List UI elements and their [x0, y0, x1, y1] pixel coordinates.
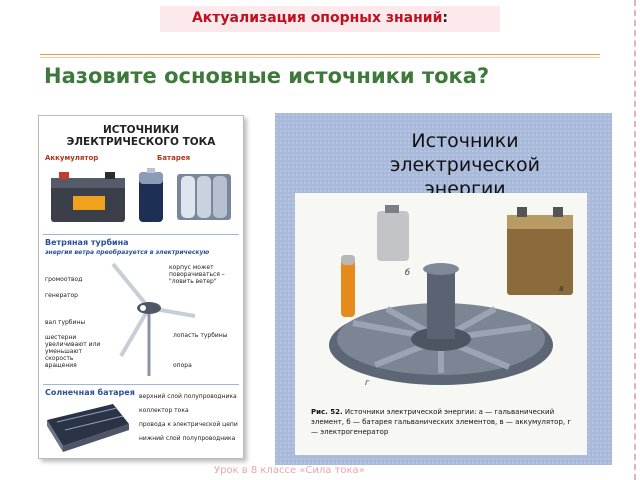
battery-pack-cell-1	[181, 176, 195, 218]
poster-current-sources: ИСТОЧНИКИ ЭЛЕКТРИЧЕСКОГО ТОКА Аккумулято…	[38, 115, 244, 459]
textbook-figure: а б в г	[295, 193, 587, 455]
battery-label: Батарея	[157, 154, 191, 162]
turbine-hub	[140, 305, 146, 311]
solar-title: Солнечная батарея	[45, 388, 135, 397]
divider-line-light	[40, 57, 600, 58]
solar-collector-line-2	[64, 415, 124, 431]
lead-accumulator-top	[507, 215, 573, 229]
callout-lightning-rod: громоотвод	[45, 276, 83, 283]
slide-heading-colon: :	[442, 10, 449, 26]
energy-sources-photo: Источники электрической энергии а б в	[275, 113, 612, 465]
turbine-subtitle: энергия ветра преобразуется в электричес…	[45, 249, 210, 256]
solar-cell-top	[47, 404, 129, 446]
poster-title: ИСТОЧНИКИ ЭЛЕКТРИЧЕСКОГО ТОКА	[39, 124, 243, 148]
batteries-illustration	[51, 168, 231, 222]
letter-b: б	[405, 268, 410, 277]
solar-cell-front	[63, 424, 129, 452]
poster-title-line2: ЭЛЕКТРИЧЕСКОГО ТОКА	[66, 136, 216, 148]
galvanic-cell-top	[341, 255, 355, 265]
turbine-title: Ветряная турбина	[45, 238, 129, 247]
solar-callout-wires: провода к электрической цепи	[139, 421, 238, 428]
figure-52-illustration: а б в г	[329, 205, 573, 387]
battery-pack-cell-3	[213, 176, 227, 218]
callout-support: опора	[173, 362, 192, 369]
divider-line	[40, 54, 600, 55]
letter-v: в	[559, 284, 564, 293]
solar-callout-bottom-layer: нижний слой полупроводника	[139, 435, 236, 442]
poster-title-line1: ИСТОЧНИКИ	[102, 124, 179, 136]
photo-title: Источники электрической энергии	[345, 129, 585, 201]
generator-shaft-top	[423, 263, 459, 275]
photo-title-line1: Источники электрической	[389, 130, 541, 176]
solar-panel-illustration	[47, 404, 129, 452]
figure-caption-text: Источники электрической энергии: а — гал…	[311, 408, 572, 436]
battery-of-cells	[377, 211, 409, 261]
accumulator-label: Аккумулятор	[45, 154, 99, 162]
callout-blade: лопасть турбины	[173, 332, 228, 339]
lead-accumulator	[507, 225, 573, 295]
lead-accumulator-terminal-1	[517, 207, 527, 217]
solar-cell-side	[47, 420, 63, 452]
poster-divider-1	[43, 234, 239, 235]
solar-callout-collector: коллектор тока	[139, 407, 189, 414]
question-text: Назовите основные источники тока?	[44, 64, 490, 88]
accumulator-sticker	[73, 196, 105, 210]
callout-turbine-shaft: вал турбины	[45, 319, 86, 326]
solar-callout-top-layer: верхний слой полупроводника	[139, 393, 237, 400]
slide-heading-text: Актуализация опорных знаний	[191, 10, 443, 26]
cell-top	[139, 172, 163, 184]
callout-gears: шестерни увеличивают или уменьшают скоро…	[45, 334, 101, 369]
lead-accumulator-terminal-2	[553, 207, 563, 217]
letter-g: г	[365, 378, 370, 387]
accumulator-top	[51, 178, 125, 188]
accumulator-terminal-minus	[105, 172, 115, 179]
poster-divider-2	[43, 384, 239, 385]
slide-border-right	[634, 0, 636, 480]
accumulator-terminal-plus	[59, 172, 69, 179]
galvanic-cell	[341, 255, 355, 317]
generator-shaft	[427, 269, 455, 339]
turbine-blade-3	[119, 306, 151, 358]
wind-turbine-illustration	[111, 262, 196, 376]
slide-footer: Урок в 8 классе «Сила тока»	[214, 465, 365, 476]
cell-cap	[147, 168, 155, 173]
battery-pack-cell-2	[197, 176, 211, 218]
title-highlight	[160, 6, 500, 32]
callout-housing: корпус может поворачиваться – "ловить ве…	[169, 264, 225, 285]
solar-collector-line-1	[56, 407, 118, 423]
turbine-blade-1	[111, 262, 151, 310]
slide-heading: Актуализация опорных знаний:	[0, 10, 640, 26]
callout-generator: генератор	[45, 292, 78, 299]
figure-number: Рис. 52.	[311, 408, 343, 416]
figure-caption: Рис. 52. Источники электрической энергии…	[311, 407, 573, 437]
battery-of-cells-contacts	[385, 205, 399, 213]
cell-body	[139, 172, 163, 222]
